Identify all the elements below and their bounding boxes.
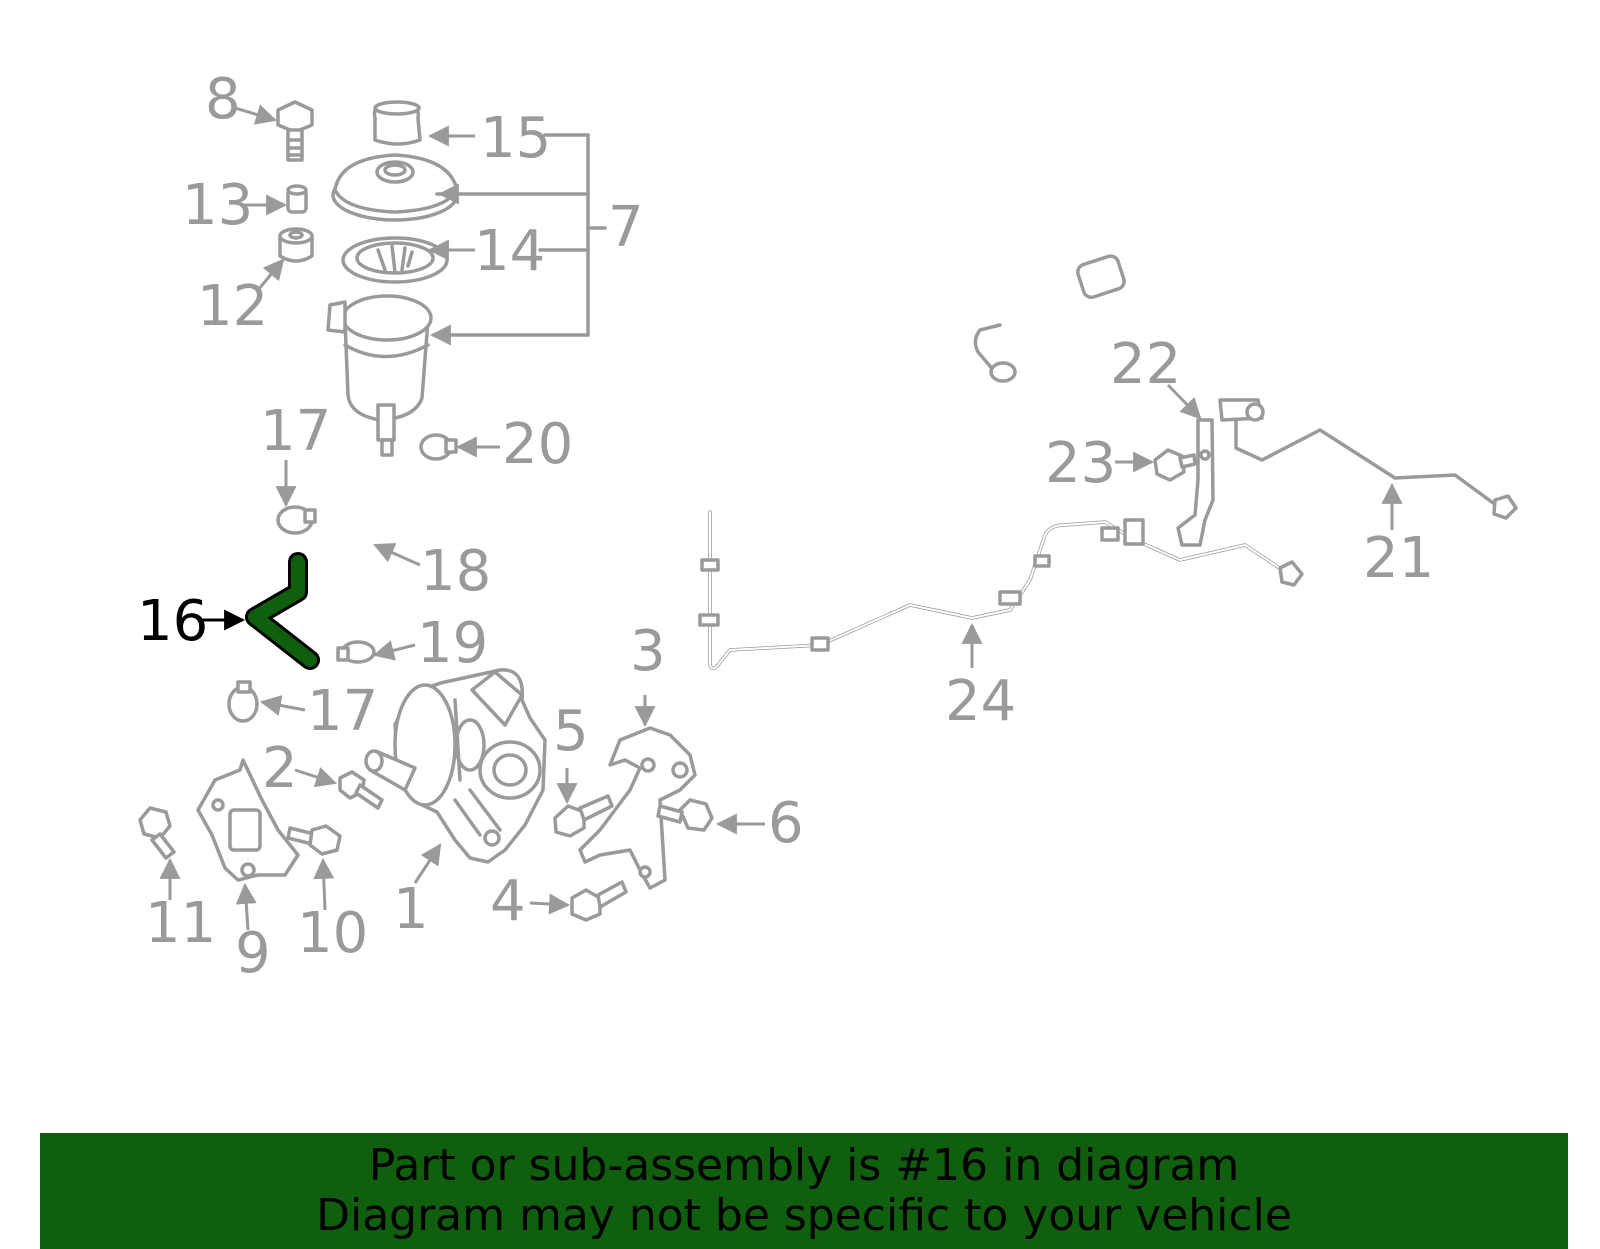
callout-6: 6 [768,791,804,856]
callout-14: 14 [474,219,545,284]
callout-9: 9 [235,921,271,986]
callout-7: 7 [608,195,644,260]
callout-17-top: 17 [260,399,331,464]
callout-22: 22 [1110,332,1181,397]
info-banner: Part or sub-assembly is #16 in diagram D… [40,1133,1568,1249]
reservoir-tank-part [326,294,433,457]
callout-10: 10 [297,901,368,966]
callout-23: 23 [1045,431,1116,496]
callout-3: 3 [630,619,666,684]
callout-5: 5 [553,699,589,764]
hose-part-16-highlighted [203,552,320,670]
bracket-lines-7 [427,125,607,346]
callout-12: 12 [197,274,268,339]
callout-19: 19 [417,611,488,676]
banner-line-1: Part or sub-assembly is #16 in diagram [368,1140,1240,1191]
reservoir-lid-part [331,153,459,222]
clamp-part-17-bottom [227,680,306,723]
callout-17-bottom: 17 [307,679,378,744]
bolt-part-2 [294,767,384,810]
bracket-part-22 [1166,383,1215,547]
grommet-part-12 [256,227,314,291]
callout-11: 11 [145,891,216,956]
callout-15: 15 [480,106,551,171]
bolt-part-6 [656,798,765,835]
reservoir-cap-part-15 [372,100,422,146]
clamp-part-19 [336,640,416,664]
callout-21: 21 [1363,526,1434,591]
bolt-part-10 [286,824,342,911]
return-line-part-24 [698,510,1304,671]
bolt-part-23 [1115,448,1197,482]
bolt-part-4 [529,880,628,922]
clamp-part-20 [419,433,500,461]
callout-1: 1 [393,877,429,942]
hose-part-18 [332,464,421,641]
pressure-hose-part-21 [973,254,1518,530]
banner-line-2: Diagram may not be specific to your vehi… [316,1190,1292,1241]
clamp-part-17-top [275,460,317,535]
callout-18: 18 [420,539,491,604]
bracket-part-9 [196,758,300,931]
callout-labels: 1 2 3 4 5 6 7 8 9 10 11 12 13 14 15 16 1… [137,67,1434,986]
callout-2: 2 [262,736,298,801]
callout-13: 13 [182,173,253,238]
power-steering-pump-part-1 [364,668,547,884]
callout-24: 24 [945,669,1016,734]
callout-16: 16 [137,589,208,654]
bolt-part-11 [138,806,181,900]
spacer-part-13 [245,184,308,216]
reservoir-filter-part-14 [341,236,449,284]
callout-8: 8 [205,67,241,132]
callout-20: 20 [502,412,573,477]
bolt-part-8 [234,100,314,162]
bracket-part-3 [578,695,697,890]
callout-4: 4 [490,869,526,934]
bolt-part-5 [553,768,614,838]
